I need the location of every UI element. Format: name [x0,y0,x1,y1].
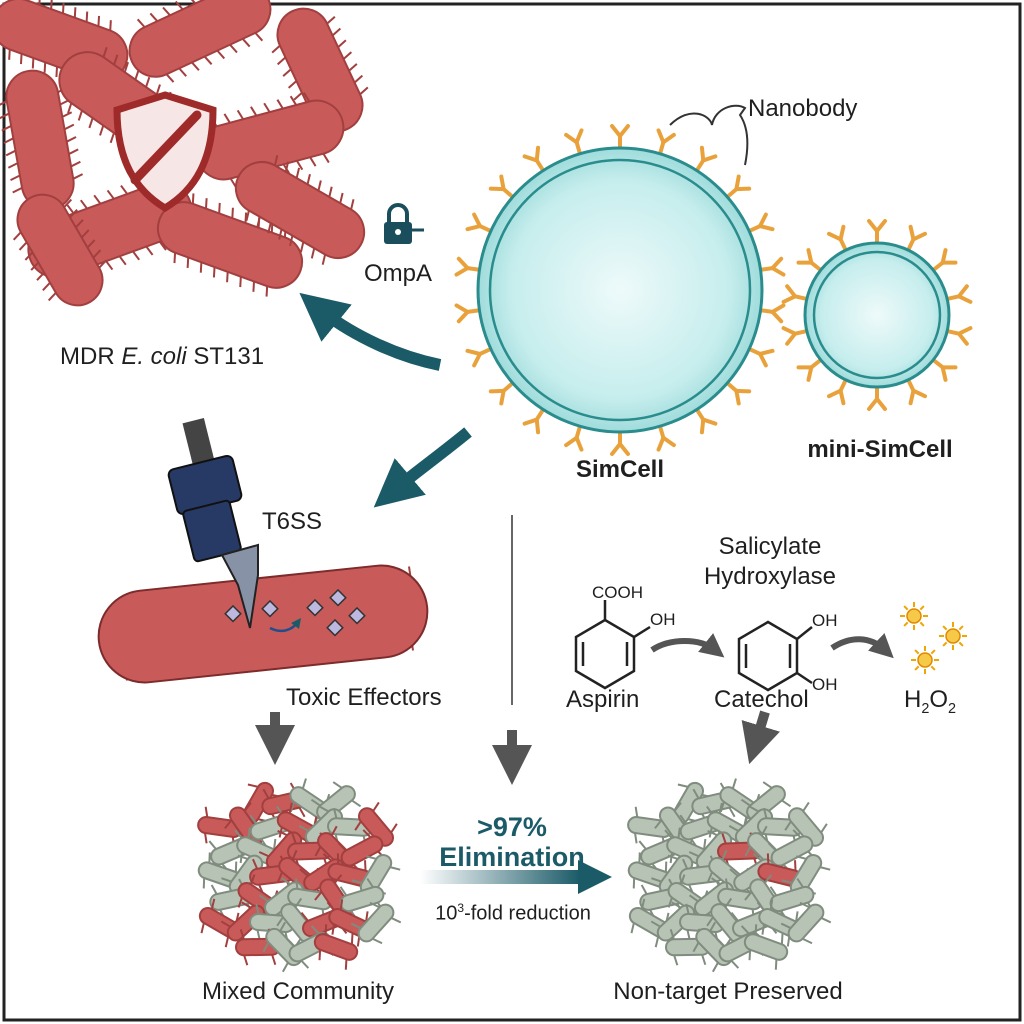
shield-icon [113,91,217,213]
nanobody-callout [669,104,749,166]
mdr-species: E. coli [121,343,187,370]
h2o2-sub-a: 2 [921,700,930,717]
mdr-ecoli-label: MDR E. coli ST131 [60,345,264,369]
mixed-community-label: Mixed Community [201,978,395,1005]
arrow-icon [830,633,894,659]
h2o2-o: O [929,686,949,713]
nanobody [757,256,786,280]
aspirin-oh-label: OH [650,610,676,629]
t6ss-label: T6SS [262,508,323,535]
bacterium [784,801,828,853]
nanobody [610,430,630,456]
h2o2-h: H [904,686,922,713]
toxic-effectors-label: Toxic Effectors [286,684,442,711]
catechol-structure [737,620,813,692]
mdr-ecoli-cluster [0,0,369,307]
nanobody [867,219,887,245]
bacterium [313,924,359,970]
bacterium [743,924,789,970]
mixed-community-cluster [197,778,402,973]
toxic-effector-particles [224,588,366,637]
simcell [454,124,786,456]
h2o2-sub-b: 2 [948,700,957,717]
bacterium [12,193,108,307]
fold-base: 10 [435,902,458,925]
fold-exponent: 3 [457,901,465,915]
simcell-label: SimCell [575,456,665,483]
mini-simcell [781,219,973,411]
bacterium [780,901,832,945]
arrow-icon [650,633,725,658]
mdr-prefix: MDR [60,343,122,370]
elimination-arrow [420,870,580,884]
fold-rest: -fold reduction [464,902,591,925]
nanobody [454,300,483,324]
cooh-label: COOH [592,583,643,602]
syringe-icon [167,418,259,629]
arrow-icon [578,860,612,894]
catechol-oh-top-label: OH [812,611,838,630]
bacterium [234,155,366,265]
arrow-icon [299,292,442,371]
aspirin-structure [574,600,651,690]
nanobody [867,385,887,411]
non-target-preserved-cluster [627,778,832,973]
mini-simcell-label: mini-SimCell [807,436,953,463]
lock-icon [384,203,424,244]
aspirin-label: Aspirin [566,686,640,713]
arrow-icon [373,427,472,508]
nanobody-label: Nanobody [748,95,858,122]
non-target-preserved-label: Non-target Preserved [613,978,843,1005]
arrow-icon [741,710,780,765]
bacterium [128,0,272,83]
nanobody [610,124,630,150]
t6ss-bacterium [97,564,429,684]
nanobody [454,256,483,280]
ompa-label: OmpA [364,260,433,287]
enzyme-label-line1: Salicylate [718,533,822,560]
h2o2-label: H2O2 [904,688,956,716]
bacterium [350,901,402,945]
sun-icon [900,602,967,674]
fold-reduction-label: 103-fold reduction [435,902,591,924]
catechol-oh-bottom-label: OH [812,675,838,694]
mdr-suffix: ST131 [186,343,265,370]
elimination-percent-label: >97% [477,812,547,842]
elimination-label: Elimination [439,842,585,872]
nanobody [757,300,786,324]
enzyme-label-line2: Hydroxylase [703,563,837,590]
bacterium [271,7,369,133]
bacterium [354,801,398,853]
catechol-label: Catechol [714,686,809,713]
